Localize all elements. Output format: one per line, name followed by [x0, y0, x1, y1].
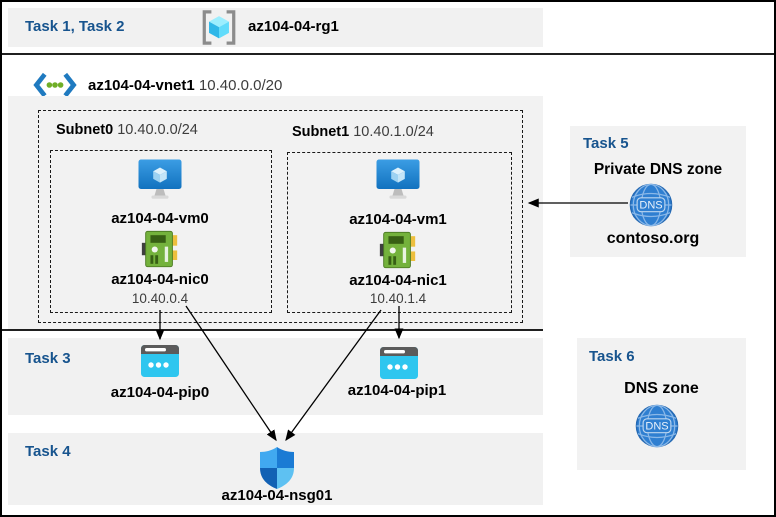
subnet0-title: Subnet0 10.40.0.0/24 [56, 122, 198, 138]
nic1-label: az104-04-nic1 [349, 272, 447, 289]
nic0-label: az104-04-nic0 [111, 271, 209, 288]
vm1-icon [375, 157, 421, 208]
task5-dns-icon: DNS [629, 183, 673, 232]
nic0-icon [139, 230, 181, 274]
header-task-label: Task 1, Task 2 [25, 18, 125, 35]
vm1-label: az104-04-vm1 [349, 211, 447, 228]
vnet-panel [8, 96, 543, 330]
subnet1-title: Subnet1 10.40.1.0/24 [292, 124, 434, 140]
vm0-label: az104-04-vm0 [111, 210, 209, 227]
task4-label: Task 4 [25, 443, 71, 460]
task6-dns-icon: DNS [635, 404, 679, 453]
nic1-icon [377, 231, 419, 275]
nic0-ip: 10.40.0.4 [131, 291, 189, 306]
pip1-icon [379, 346, 419, 385]
resource-group-icon [200, 9, 238, 51]
resource-group-name: az104-04-rg1 [248, 18, 339, 35]
vnet-icon [32, 71, 78, 104]
subnet0-cidr: 10.40.0.0/24 [117, 122, 198, 138]
task5-dns-icon-text: DNS [639, 199, 662, 211]
nic1-ip: 10.40.1.4 [369, 291, 427, 306]
vnet-title: az104-04-vnet1 10.40.0.0/20 [88, 77, 282, 94]
subnet0-name: Subnet0 [56, 122, 114, 138]
vm0-icon [137, 157, 183, 208]
vnet-name: az104-04-vnet1 [88, 77, 195, 94]
subnet1-cidr: 10.40.1.0/24 [353, 124, 434, 140]
task5-zone-name: contoso.org [606, 230, 700, 247]
task6-box: Task 6 DNS zone DNS [577, 338, 746, 470]
pip0-label: az104-04-pip0 [110, 384, 210, 401]
subnet1-name: Subnet1 [292, 124, 350, 140]
task6-dns-icon-text: DNS [645, 420, 668, 432]
address-space-dashed-box [38, 110, 523, 323]
task6-title: DNS zone [624, 380, 699, 397]
nsg-label: az104-04-nsg01 [221, 487, 333, 504]
task6-label: Task 6 [589, 348, 635, 365]
task5-box: Task 5 Private DNS zone DNS contoso.org [570, 126, 746, 257]
subnet0-dashed-box [50, 150, 272, 313]
pip0-icon [140, 344, 180, 383]
task5-title: Private DNS zone [593, 161, 723, 178]
vnet-cidr: 10.40.0.0/20 [198, 77, 283, 94]
header-band: Task 1, Task 2 az104-04-rg1 [8, 8, 543, 47]
task3-label: Task 3 [25, 350, 71, 367]
task5-label: Task 5 [583, 135, 629, 152]
pip1-label: az104-04-pip1 [347, 382, 447, 399]
nsg-shield-icon [258, 446, 296, 495]
task3-band [8, 338, 543, 415]
